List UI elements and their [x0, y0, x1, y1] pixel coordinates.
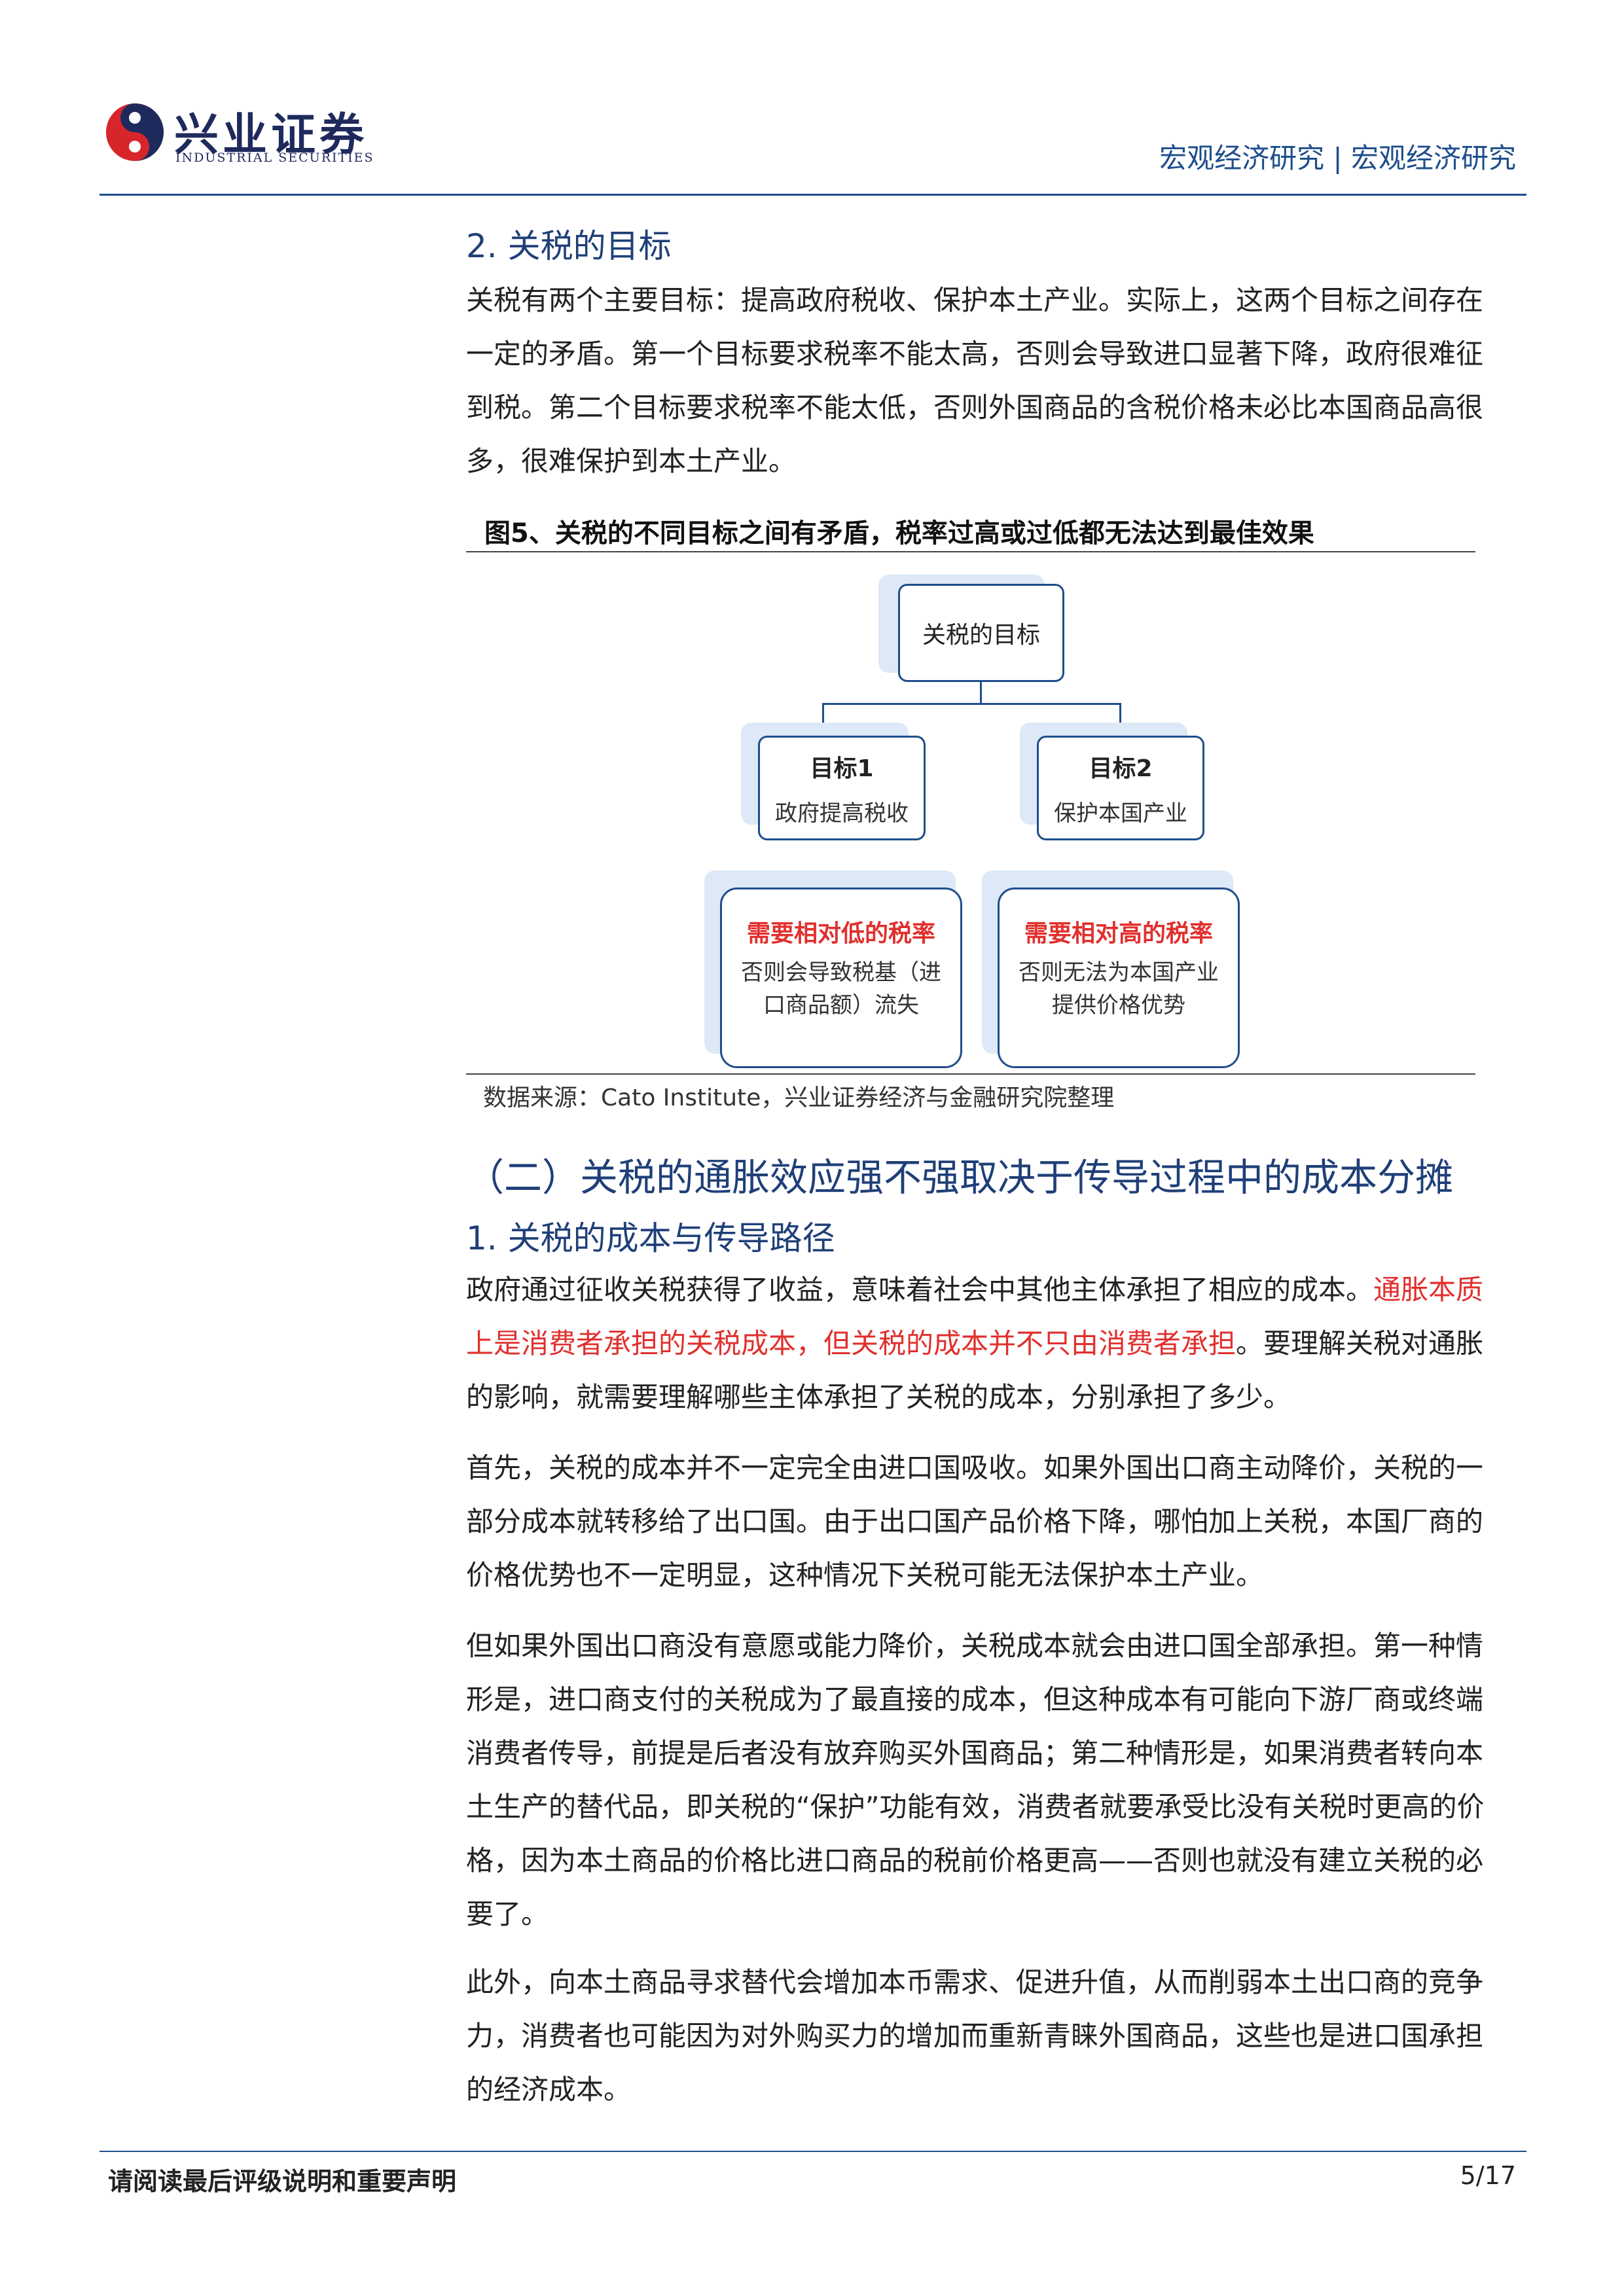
diagram-root-label: 关税的目标 — [922, 622, 1040, 649]
subheading-cost-transmission: 1. 关税的成本与传导路径 — [466, 1219, 835, 1257]
diagram-need2-node: 需要相对高的税率 否则无法为本国产业提供价格优势 — [998, 888, 1240, 1068]
connector-line — [1119, 703, 1121, 737]
need1-body: 否则会导致税基（进口商品额）流失 — [741, 960, 941, 1018]
footer-divider — [99, 2151, 1526, 2152]
diagram-goal2-node: 目标2 保护本国产业 — [1037, 736, 1204, 840]
footer-disclaimer: 请阅读最后评级说明和重要声明 — [108, 2167, 457, 2196]
diagram-goal1-node: 目标1 政府提高税收 — [758, 736, 926, 840]
figure-bottom-rule — [466, 1073, 1475, 1075]
figure-source: 数据来源：Cato Institute，兴业证券经济与金融研究院整理 — [483, 1085, 1115, 1111]
company-logo-icon — [105, 102, 165, 162]
goal2-subtitle: 保护本国产业 — [1054, 800, 1187, 827]
paragraph-cost-bearers: 政府通过征收关税获得了收益，意味着社会中其他主体承担了相应的成本。通胀本质上是消… — [466, 1263, 1487, 1424]
need2-title: 需要相对高的税率 — [1024, 920, 1213, 947]
paragraph-tariff-goals: 关税有两个主要目标：提高政府税收、保护本土产业。实际上，这两个目标之间存在一定的… — [466, 284, 1484, 477]
connector-line — [980, 682, 982, 704]
figure-title: 图5、关税的不同目标之间有矛盾，税率过高或过低都无法达到最佳效果 — [484, 518, 1314, 548]
page-number: 5/17 — [1460, 2161, 1516, 2190]
figure-top-rule — [466, 551, 1475, 552]
connector-line — [822, 703, 1121, 705]
section-heading-inflation-effect: （二）关税的通胀效应强不强取决于传导过程中的成本分摊 — [466, 1155, 1454, 1200]
connector-line — [822, 703, 824, 737]
need1-title: 需要相对低的税率 — [746, 920, 935, 947]
logo-chinese-name: 兴业证券 — [174, 109, 369, 161]
goal2-title: 目标2 — [1089, 755, 1153, 782]
goal1-title: 目标1 — [810, 755, 874, 782]
paragraph-importer-bears: 但如果外国出口商没有意愿或能力降价，关税成本就会由进口国全部承担。第一种情形是，… — [466, 1630, 1485, 1930]
goal1-subtitle: 政府提高税收 — [775, 800, 909, 827]
paragraph-text: 政府通过征收关税获得了收益，意味着社会中其他主体承担了相应的成本。 — [466, 1274, 1374, 1306]
need2-body: 否则无法为本国产业提供价格优势 — [1019, 960, 1219, 1018]
diagram-need1-node: 需要相对低的税率 否则会导致税基（进口商品额）流失 — [720, 888, 962, 1068]
highlighted-key-point: 通胀本质上是消费者承担的关税成本，但关税的成本并不只由消费者承担 — [466, 1274, 1484, 1359]
logo-english-name: INDUSTRIAL SECURITIES — [175, 151, 374, 165]
header-divider — [99, 194, 1526, 196]
paragraph-text: 。要理解关税对通胀的影响，就需要理解哪些主体承担了关税的成本，分别承担了多少。 — [466, 1327, 1484, 1413]
paragraph-exporter-absorbs: 首先，关税的成本并不一定完全由进口国吸收。如果外国出口商主动降价，关税的一部分成… — [466, 1452, 1484, 1591]
diagram-root-node: 关税的目标 — [898, 584, 1064, 682]
section-heading-tariff-goals: 2. 关税的目标 — [466, 227, 672, 265]
report-section-label: 宏观经济研究 | 宏观经济研究 — [1159, 142, 1516, 174]
paragraph-currency-effect: 此外，向本土商品寻求替代会增加本币需求、促进升值，从而削弱本土出口商的竞争力，消… — [466, 1966, 1484, 2106]
